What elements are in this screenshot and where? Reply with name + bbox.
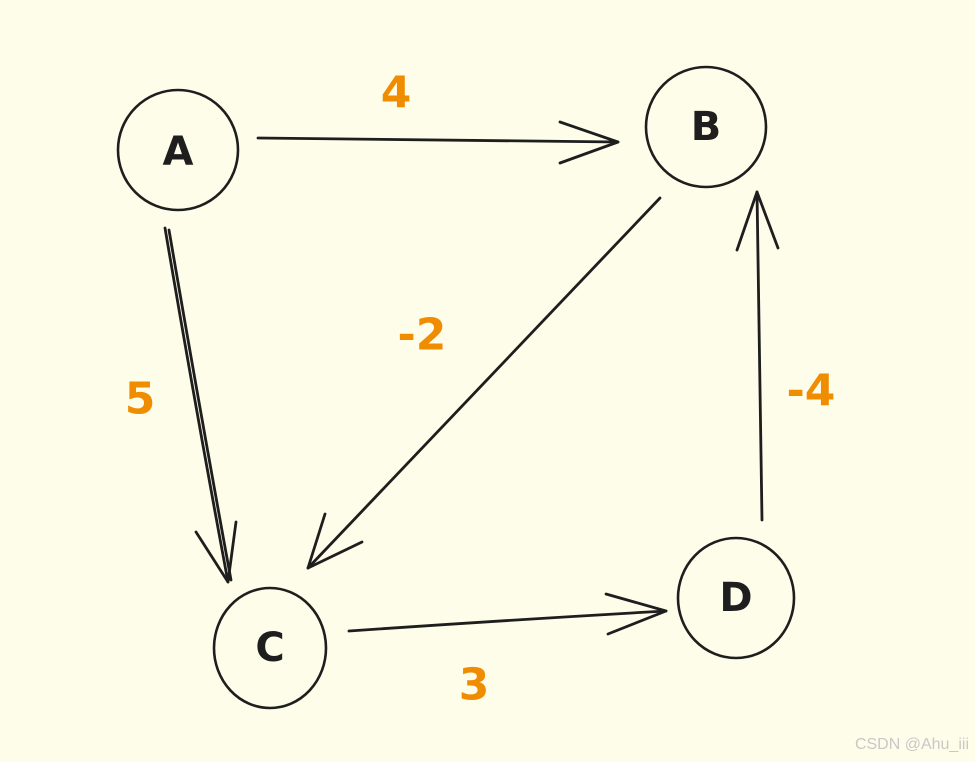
edge-a-b xyxy=(256,120,620,165)
watermark-text: CSDN @Ahu_iii xyxy=(854,736,969,753)
edge-a-b-arrowhead xyxy=(558,120,620,165)
edge-a-c-line-double xyxy=(167,228,233,582)
node-d-label: D xyxy=(719,575,752,621)
node-b: B xyxy=(644,65,768,189)
node-b-circle xyxy=(644,65,768,189)
edge-a-c-arrowhead xyxy=(194,520,238,584)
node-c-label: C xyxy=(255,625,284,671)
node-d-circle xyxy=(676,536,796,660)
edge-c-d xyxy=(347,592,668,636)
weight-d-b: -4 xyxy=(787,366,836,417)
edge-d-b xyxy=(735,190,780,522)
node-a-circle xyxy=(116,88,240,212)
edge-b-c-line xyxy=(306,196,662,570)
weight-a-b: 4 xyxy=(381,68,412,119)
edge-c-d-arrowhead xyxy=(604,592,668,636)
node-c: C xyxy=(212,586,328,710)
edge-a-b-line xyxy=(256,136,620,144)
node-a-label: A xyxy=(163,129,194,175)
node-a: A xyxy=(116,88,240,212)
weight-b-c: -2 xyxy=(398,310,447,361)
node-d: D xyxy=(676,536,796,660)
edge-d-b-line xyxy=(755,190,764,522)
node-b-label: B xyxy=(691,104,722,150)
weight-c-d: 3 xyxy=(459,660,490,711)
edge-c-d-line xyxy=(347,609,668,633)
edge-d-b-arrowhead xyxy=(735,190,780,252)
edge-a-c-line xyxy=(163,226,230,584)
node-c-circle xyxy=(212,586,328,710)
edge-b-c-arrowhead xyxy=(306,512,364,570)
edge-a-c xyxy=(163,226,238,584)
edge-b-c xyxy=(306,196,662,570)
weight-a-c: 5 xyxy=(125,374,156,425)
